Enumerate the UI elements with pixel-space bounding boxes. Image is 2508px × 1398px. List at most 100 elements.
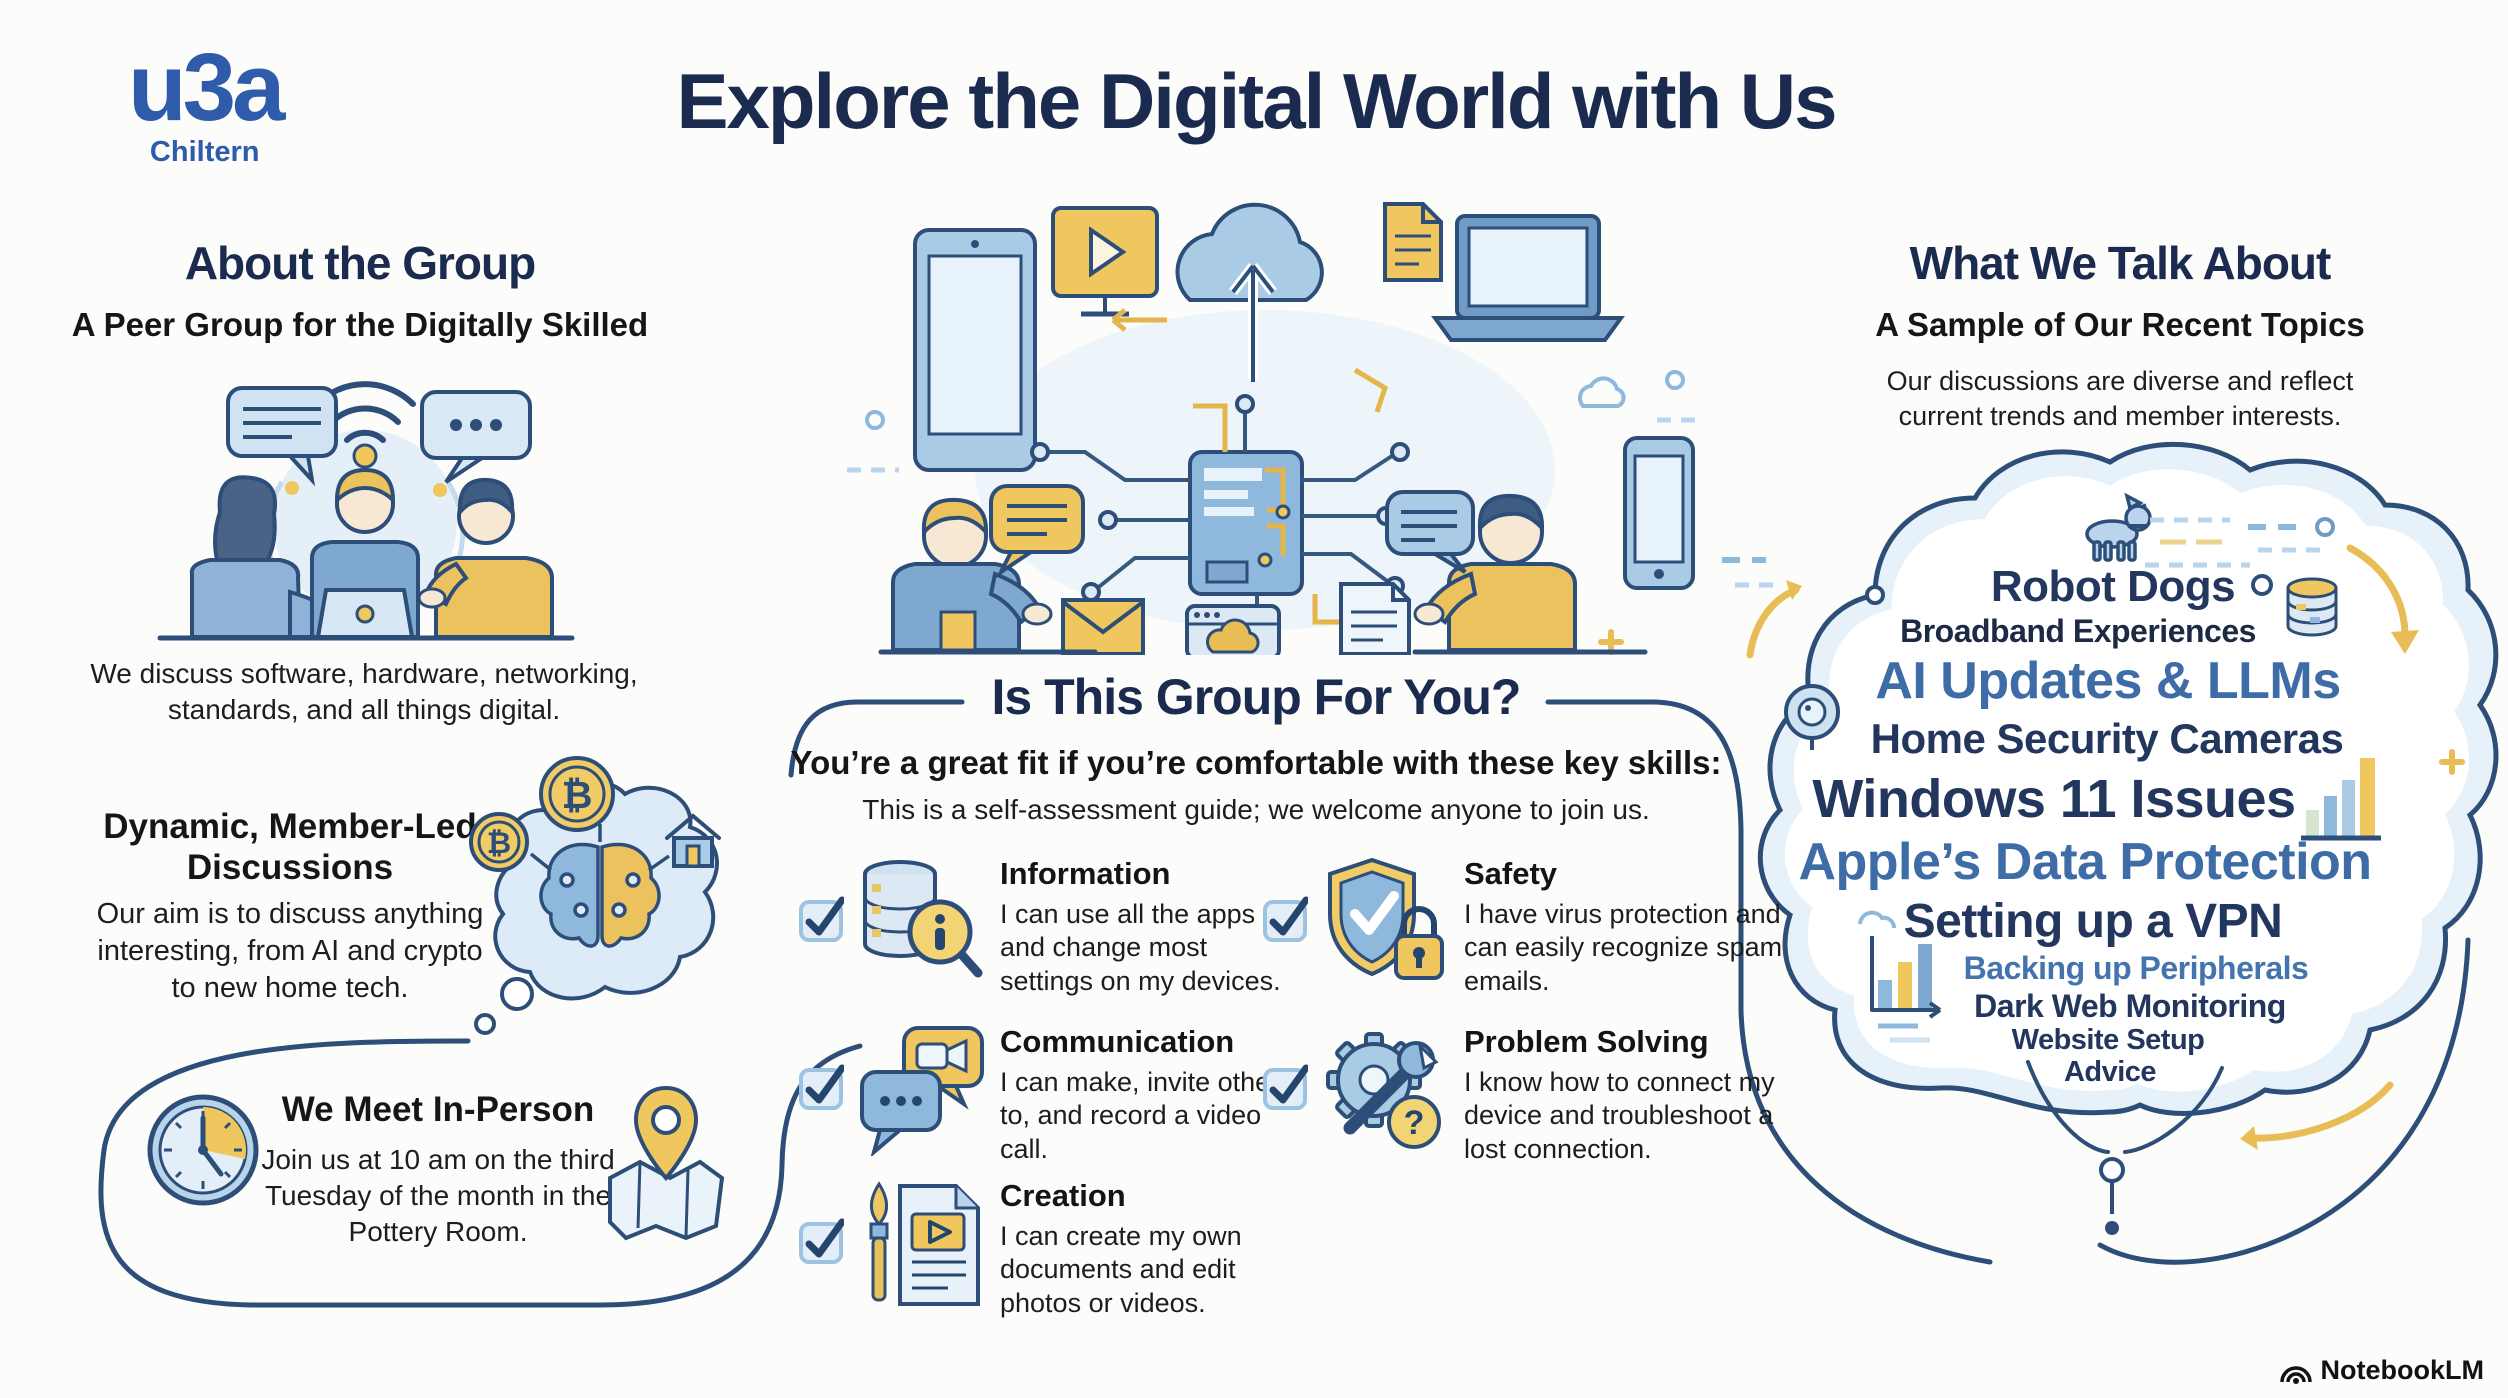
digital-network-illustration — [847, 202, 1703, 655]
circuit-chip-icon — [1188, 450, 1304, 596]
discussions-body: Our aim is to discuss anything interesti… — [96, 898, 484, 1005]
tail-node — [2105, 1221, 2119, 1235]
notebooklm-logo-icon — [2279, 1365, 2312, 1384]
cloud-node — [2251, 574, 2273, 596]
topic-apple-data: Apple’s Data Protection — [1798, 833, 2372, 891]
bitcoin-coin-icon: ₿ — [539, 756, 615, 832]
arrowhead — [1786, 580, 1802, 600]
topic-ai-llms: AI Updates & LLMs — [1875, 652, 2341, 710]
topic-dark-web: Dark Web Monitoring — [1974, 988, 2286, 1024]
fit-note: This is a self-assessment guide; we welc… — [862, 794, 1650, 825]
map-pin-icon — [608, 1085, 725, 1241]
skill-body: I can use all the apps and change most s… — [1000, 899, 1281, 996]
skill-title: Creation — [1000, 1178, 1126, 1213]
svg-text:₿: ₿ — [487, 827, 511, 860]
browser-cloud-icon — [1185, 604, 1281, 655]
cloud-node — [1865, 585, 1885, 605]
tablet-icon — [913, 228, 1037, 472]
topic-broadband: Broadband Experiences — [1900, 613, 2256, 649]
document-icon — [1383, 202, 1443, 282]
topic-robot-dogs: Robot Dogs — [1990, 562, 2236, 611]
checkbox-checked-icon — [799, 1064, 844, 1110]
arrow-left-icon — [2246, 1081, 2394, 1142]
svg-text:?: ? — [1404, 1104, 1425, 1142]
dashed-lines-light — [1735, 517, 2330, 588]
fit-heading: Is This Group For You? — [991, 669, 1522, 725]
meeting-heading: We Meet In-Person — [281, 1090, 595, 1129]
about-subheading: A Peer Group for the Digitally Skilled — [71, 306, 649, 343]
meeting-body: Join us at 10 am on the third Tuesday of… — [261, 1144, 615, 1247]
discussions-heading: Dynamic, Member-Led Discussions — [103, 807, 477, 888]
tail-node — [2099, 1157, 2125, 1183]
ai-brain-icon — [529, 824, 671, 948]
bitcoin-coin-icon: ₿ — [469, 812, 529, 872]
logo-region: Chiltern — [149, 136, 260, 168]
skill-information: Information I can use all the apps and c… — [798, 856, 1300, 998]
speech-bubble-lines-icon — [226, 386, 338, 487]
skill-safety: Safety I have virus protection and can e… — [1262, 856, 1794, 998]
checkbox-checked-icon — [799, 896, 844, 942]
notebooklm-watermark: NotebookLM — [2279, 1355, 2484, 1386]
topic-website-setup: Website Setup — [2011, 1024, 2205, 1056]
home-icon — [665, 813, 721, 868]
skill-title: Information — [1000, 856, 1171, 891]
clock-icon — [147, 1094, 259, 1206]
fit-right-line — [1545, 699, 1993, 1265]
fit-subheading: You’re a great fit if you’re comfortable… — [790, 744, 1722, 781]
shield-lock-icon — [1328, 857, 1444, 980]
skill-creation: Creation I can create my own documents a… — [798, 1178, 1280, 1320]
skill-body: I can make, invite others to, and record… — [1000, 1067, 1293, 1164]
smartphone-icon — [1623, 436, 1695, 590]
bar-chart-axis-icon — [1858, 910, 1942, 1043]
checkbox-checked-icon — [799, 1218, 844, 1264]
cloud-upload-icon — [1175, 202, 1324, 382]
group-discussion-illustration — [157, 381, 575, 641]
small-cloud-icon — [1577, 376, 1626, 408]
logo-brand: u3a — [128, 34, 285, 141]
checklist-document-icon — [1339, 582, 1411, 655]
fit-left-line — [788, 699, 965, 778]
arrowhead — [2391, 630, 2419, 654]
arrow-down-icon — [2346, 544, 2409, 640]
brush-document-icon — [869, 1181, 980, 1306]
chat-video-icon — [860, 1026, 984, 1156]
checkbox-checked-icon — [1263, 896, 1308, 942]
topic-windows-11: Windows 11 Issues — [1812, 769, 2296, 829]
person-right — [1413, 493, 1577, 652]
plus-icon — [1598, 629, 2465, 775]
topics-heading: What We Talk About — [1909, 237, 2332, 289]
gear-wrench-question-icon: ? — [1326, 1032, 1441, 1149]
speech-bubble-dots-icon — [420, 390, 532, 484]
ai-brain-thought-bubble-illustration: ₿ ₿ — [469, 756, 721, 1035]
skill-body: I know how to connect my device and trou… — [1464, 1067, 1775, 1164]
email-icon — [1061, 598, 1145, 655]
about-heading: About the Group — [184, 237, 536, 289]
person-center — [310, 467, 420, 639]
skill-title: Safety — [1464, 856, 1558, 891]
speech-bubble-icon — [989, 484, 1085, 578]
skill-body: I have virus protection and can easily r… — [1464, 899, 1783, 996]
arrowhead — [2240, 1126, 2258, 1150]
person-left — [891, 497, 1053, 652]
camera-lens-icon — [1784, 684, 1840, 750]
laptop-icon — [1431, 214, 1625, 342]
topics-subheading: A Sample of Our Recent Topics — [1875, 306, 2365, 343]
thought-trail-bubble — [500, 977, 534, 1011]
bar-chart-icon — [2301, 758, 2381, 841]
dashed-lines — [1722, 524, 2308, 563]
topic-backing-up: Backing up Peripherals — [1963, 950, 2309, 986]
logo: u3a Chiltern — [128, 34, 285, 169]
topic-advice: Advice — [2063, 1056, 2157, 1088]
video-monitor-icon — [1051, 206, 1159, 317]
person-right — [417, 477, 554, 639]
arrow-up-icon — [1746, 586, 1800, 659]
skill-title: Communication — [1000, 1024, 1235, 1059]
checkbox-checked-icon — [1263, 1064, 1308, 1110]
cloud-right-sweep — [2097, 937, 2471, 1265]
database-search-icon — [863, 860, 983, 978]
speech-bubble-icon — [1385, 490, 1475, 574]
topic-home-security: Home Security Cameras — [1870, 715, 2344, 762]
about-description: We discuss software, hardware, networkin… — [90, 658, 638, 725]
